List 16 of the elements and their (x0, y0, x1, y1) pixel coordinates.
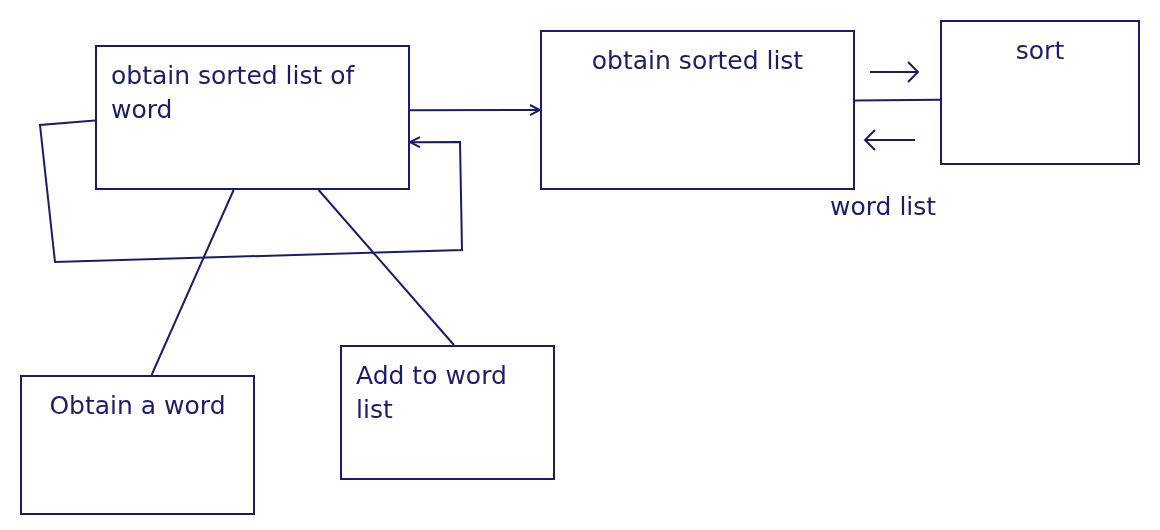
process-box (940, 20, 1140, 165)
box-label: sort (1015, 35, 1065, 67)
connector (150, 189, 235, 376)
connector (38, 119, 463, 264)
box-label: obtain sorted list (591, 45, 804, 77)
process-box (20, 375, 255, 515)
connector (854, 98, 941, 102)
box-label: Obtain a word (49, 390, 226, 422)
process-box (540, 30, 855, 190)
process-box (340, 345, 555, 480)
connector (409, 104, 541, 116)
box-label: obtain sorted list of word (111, 60, 356, 126)
process-box (95, 45, 410, 190)
data-label: word list (830, 192, 937, 221)
connector (317, 189, 455, 346)
box-label: Add to word list (356, 360, 508, 426)
